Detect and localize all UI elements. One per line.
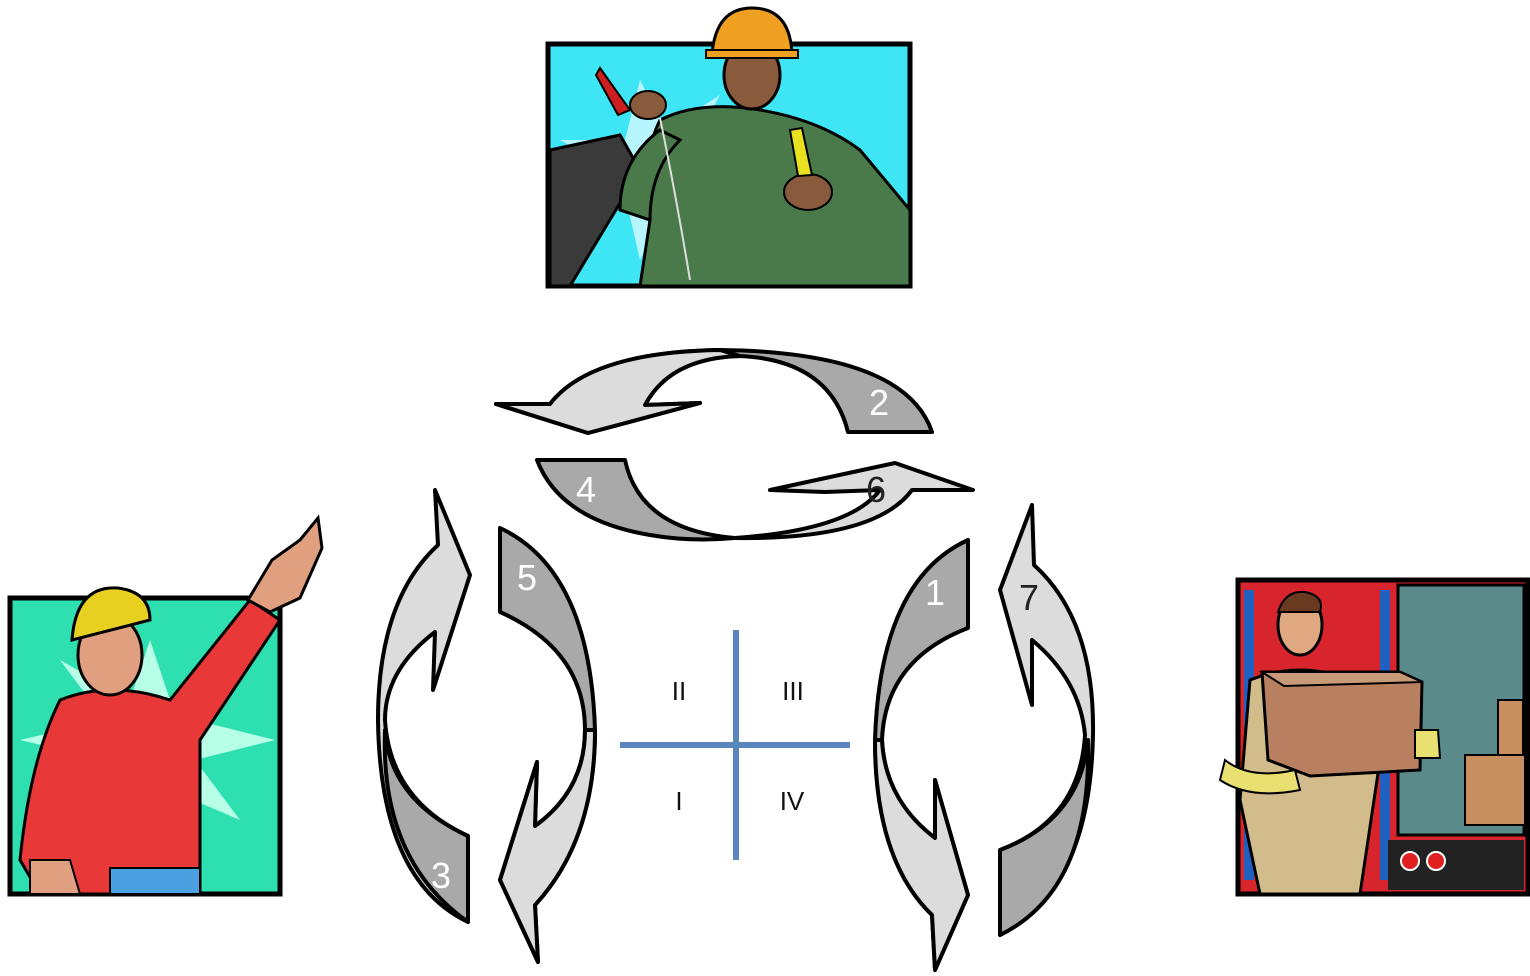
arrow-4 [537, 460, 735, 539]
pointing-hand-icon [248, 518, 322, 612]
cardboard-box-icon [1262, 672, 1422, 776]
arrow-7-label: 7 [1019, 577, 1039, 618]
arrow-3-label: 3 [431, 855, 451, 896]
right-illustration [1220, 580, 1528, 894]
quadrant-top-left-label: II [672, 676, 686, 706]
arrow-6 [735, 463, 973, 538]
hard-hat-icon [712, 8, 792, 54]
arrow-6-label: 6 [866, 469, 886, 510]
quadrant-top-right-label: III [782, 676, 804, 706]
arrow-2-label: 2 [869, 382, 889, 423]
quadrant-axes: II III I IV [620, 630, 850, 860]
quadrant-bottom-left-label: I [675, 786, 682, 816]
quadrant-bottom-right-label: IV [780, 786, 805, 816]
top-illustration [548, 8, 910, 286]
left-illustration [10, 518, 322, 894]
arrow-1-label: 1 [925, 572, 945, 613]
arrow-5-label: 5 [517, 557, 537, 598]
arrow-4-label: 4 [576, 469, 596, 510]
